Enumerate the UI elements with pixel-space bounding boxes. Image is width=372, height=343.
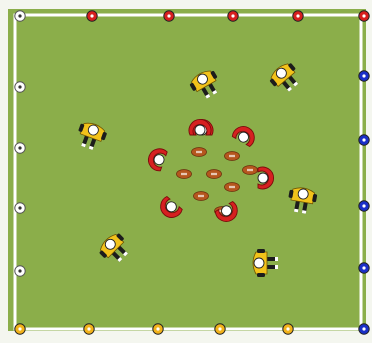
white-cone (15, 11, 25, 21)
red-cone (359, 11, 369, 21)
yellow-cone (215, 324, 225, 334)
rugby-ball-icon (177, 170, 192, 179)
blue-cone (359, 201, 369, 211)
rugby-ball-icon (207, 170, 222, 179)
blue-cone (359, 135, 369, 145)
rugby-ball-icon (194, 192, 209, 201)
yellow-cone (15, 324, 25, 334)
rugby-ball-icon (225, 152, 240, 161)
red-cone (228, 11, 238, 21)
white-cone (15, 203, 25, 213)
red-cone (87, 11, 97, 21)
white-cone (15, 82, 25, 92)
yellow-cone (283, 324, 293, 334)
blue-cone (359, 263, 369, 273)
rugby-ball-icon (243, 166, 258, 175)
blue-cone (359, 71, 369, 81)
white-cone (15, 266, 25, 276)
yellow-cone (84, 324, 94, 334)
rugby-ball-icon (192, 148, 207, 157)
red-cone (164, 11, 174, 21)
red-cone (293, 11, 303, 21)
yellow-cone (153, 324, 163, 334)
blue-cone (359, 324, 369, 334)
rugby-ball-icon (225, 183, 240, 192)
white-cone (15, 143, 25, 153)
